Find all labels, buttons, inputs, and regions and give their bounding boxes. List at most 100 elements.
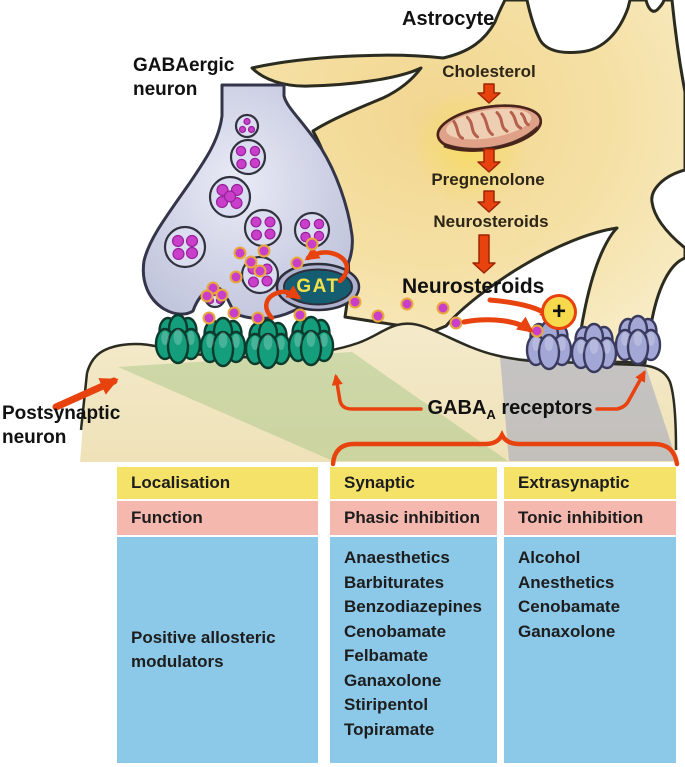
vesicle	[163, 225, 207, 269]
table-cell-function: Function	[117, 501, 318, 535]
arrow-cholesterol-mito	[477, 83, 501, 104]
drug-list-item: Felbamate	[344, 646, 429, 665]
vesicle-gaba-dot	[235, 145, 247, 157]
gaba-molecule-dot	[400, 297, 414, 311]
arrow-mito-pregnenolone	[477, 148, 501, 173]
gaba-molecules	[200, 237, 544, 338]
gabaergic-neuron-label: GABAergic neuron	[133, 54, 234, 102]
drug-list-item: Stiripentol	[344, 695, 429, 714]
vesicle-gaba-dot	[261, 275, 273, 287]
plus-potentiation-badge: +	[541, 294, 577, 330]
drug-list-item: Barbiturates	[344, 572, 445, 592]
drug-list-item: Anaesthetics	[344, 548, 450, 567]
table-cell-phasic-inhibition: Phasic inhibition	[330, 501, 497, 535]
gaba-molecule-dot	[530, 324, 544, 338]
drug-list-item: Anesthetics	[518, 572, 615, 592]
gat-reuptake-arrows	[264, 246, 350, 321]
vesicle-gaba-dot	[313, 230, 325, 242]
drug-list-item: Topiramate	[344, 719, 435, 739]
vesicle-gaba-dot	[238, 125, 247, 134]
drug-list-item: Ganaxolone	[344, 670, 442, 690]
synaptic-gaba-receptor	[154, 313, 202, 365]
gaba-molecule-dot	[348, 295, 362, 309]
drug-list-item: Cenobamate	[344, 621, 447, 641]
drug-list-item: Ganaxolone	[518, 621, 616, 641]
synaptic-gaba-receptor	[199, 316, 247, 368]
gaba-molecule-dot	[371, 309, 385, 323]
neurosteroids-cascade-label: Neurosteroids	[433, 212, 549, 231]
cascade-arrows	[472, 83, 501, 274]
vesicle-gaba-dot	[236, 158, 247, 170]
gaba-molecule-dot	[251, 311, 265, 325]
vesicle-gaba-dot	[264, 216, 276, 228]
extrasynaptic-zone-wedge	[500, 357, 677, 461]
gaba-molecule-dot	[253, 264, 267, 278]
postsynaptic-neuron-label-line2: neuron	[2, 427, 67, 448]
vesicle-gaba-dot	[250, 216, 262, 228]
table-cell-localisation: Localisation	[117, 467, 318, 499]
vesicle-gaba-dot	[172, 247, 185, 261]
gaba-molecule-dot	[293, 308, 307, 322]
vesicle-gaba-dot	[249, 145, 261, 157]
drug-list-item: Alcohol	[518, 548, 581, 567]
gaba-molecule-dot	[200, 289, 214, 303]
gaba-molecule-dot	[233, 246, 247, 260]
extrasynaptic-gaba-receptor	[570, 322, 618, 374]
vesicle-gaba-dot	[171, 234, 185, 248]
arrow-neurosteroids-out	[472, 234, 496, 274]
postsynaptic-neuron-label-line1: Postsynaptic	[2, 403, 121, 424]
drug-list-item: Benzodiazepines	[344, 597, 482, 616]
vesicle-gaba-dot	[185, 246, 199, 260]
plus-sign: +	[551, 298, 566, 325]
gaba-molecule-dot	[229, 270, 243, 284]
gaba-molecule-dot	[257, 244, 271, 258]
gaba-molecule-dot	[449, 316, 463, 330]
gaba-receptors-label-suffix: receptors	[495, 397, 593, 419]
gaba-molecule-dot	[436, 301, 450, 315]
vesicle	[243, 208, 283, 248]
pregnenolone-label: Pregnenolone	[431, 170, 545, 189]
vesicle-gaba-dot	[264, 228, 276, 240]
astrocyte-label: Astrocyte	[402, 8, 495, 30]
gaba-molecule-dot	[202, 311, 216, 325]
vesicle-gaba-dot	[223, 190, 237, 203]
vesicle-gaba-dot	[247, 125, 256, 134]
postsynaptic-pointer-arrow	[52, 377, 119, 411]
gaba-molecule-dot	[305, 237, 319, 251]
gaba-molecule-dot	[227, 306, 241, 320]
cholesterol-label: Cholesterol	[442, 62, 536, 81]
mitochondrion-icon	[436, 104, 543, 152]
gaba-receptors-label-sub: A	[486, 407, 496, 422]
drug-list-item: Cenobamate	[518, 597, 621, 616]
synaptic-zone-wedge	[118, 352, 508, 461]
gaba-label-connectors	[331, 370, 646, 411]
table-cell-synaptic: Synaptic	[330, 467, 497, 499]
vesicle-gaba-dot	[313, 218, 325, 230]
vesicle-gaba-dot	[249, 157, 261, 169]
table-cell-extrasynaptic: Extrasynaptic	[504, 467, 676, 499]
gaba-receptors-label-text: GABA	[427, 397, 487, 419]
synaptic-gaba-receptor	[287, 315, 335, 367]
gaba-molecule-dot	[244, 255, 258, 269]
gat-label: GAT	[296, 276, 340, 297]
table-brace	[330, 429, 680, 467]
table-cell-positive-allosteric-modulators: Positive allosteric modulators	[117, 537, 318, 763]
vesicle	[229, 138, 267, 176]
vesicle-gaba-dot	[247, 276, 260, 288]
extrasynaptic-gaba-receptor	[614, 314, 662, 366]
vesicle-gaba-dot	[243, 117, 251, 126]
gabaergic-neuron-label-line2: neuron	[133, 79, 198, 100]
vesicle-gaba-dot	[250, 229, 263, 241]
vesicle-gaba-dot	[185, 234, 199, 248]
postsynaptic-neuron-label: Postsynaptic neuron	[2, 402, 120, 450]
neurosteroids-main-label: Neurosteroids	[402, 275, 545, 298]
gaba-molecule-dot	[290, 256, 304, 270]
synaptic-gaba-receptor	[244, 318, 292, 370]
vesicle-gaba-dot	[299, 218, 311, 230]
gaba-receptors-label: GABAA receptors	[428, 397, 593, 422]
arrow-pregnenolone-neurosteroids	[477, 190, 501, 213]
